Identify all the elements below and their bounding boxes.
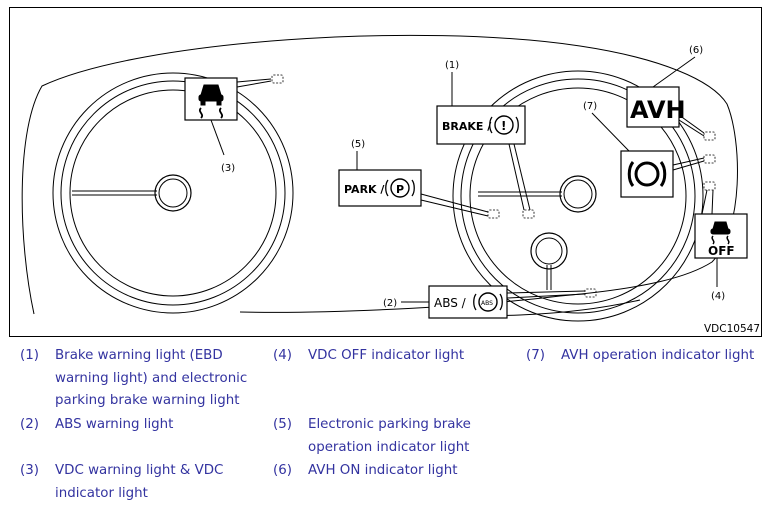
legend-line: Brake warning light (EBD <box>55 348 223 363</box>
park-circle-icon <box>390 178 410 198</box>
park-label: PARK / <box>344 183 385 196</box>
brake-circle-icon <box>494 115 514 135</box>
legend-text: ABS warning light <box>55 414 265 437</box>
vdc-skid-icon <box>198 84 224 119</box>
legend-number: (3) <box>20 463 39 478</box>
abs-circle-icon <box>478 292 498 312</box>
callout-7: (7) <box>583 101 597 112</box>
p-symbol: P <box>396 183 404 196</box>
legend-line: parking brake warning light <box>55 393 240 408</box>
abs-label: ABS / <box>434 296 467 310</box>
legend-number: (7) <box>526 348 545 363</box>
park-indicator-callout: (5) PARK / P <box>338 139 489 217</box>
callout-1: (1) <box>445 60 459 71</box>
avh-operation-callout: (7) <box>583 101 705 198</box>
vdc-warning-callout: (3) <box>184 77 272 174</box>
legend-text: AVH ON indicator light <box>308 460 518 483</box>
off-label: OFF <box>708 244 735 258</box>
avh-label: AVH <box>630 96 686 124</box>
instrument-cluster-diagram: (3) (1) BRAKE / ! (5) PARK / P <box>9 7 762 337</box>
legend-number: (5) <box>273 417 292 432</box>
legend-line: AVH ON indicator light <box>308 463 458 478</box>
figure-code: VDC10547 <box>704 323 760 335</box>
vdc-off-icon <box>710 221 731 245</box>
legend-text: VDC warning light & VDC indicator light <box>55 460 265 505</box>
avh-brake-circle-icon <box>627 161 667 187</box>
avh-on-callout: (6) AVH <box>626 45 705 137</box>
legend-line: VDC OFF indicator light <box>308 348 465 363</box>
legend-line: warning light) and electronic <box>55 370 248 386</box>
legend-line: ABS warning light <box>55 417 174 432</box>
abs-symbol: ABS <box>481 300 493 307</box>
brake-warning-callout: (1) BRAKE / ! <box>436 60 531 211</box>
callout-3: (3) <box>221 163 235 174</box>
legend-text: Brake warning light (EBD warning light) … <box>55 345 265 413</box>
legend-number: (2) <box>20 417 39 432</box>
callout-4: (4) <box>711 291 725 302</box>
legend-line: indicator light <box>55 485 148 501</box>
callout-5: (5) <box>351 139 365 150</box>
legend-line: AVH operation indicator light <box>561 348 755 363</box>
legend-line: VDC warning light & VDC <box>55 463 224 478</box>
legend-line: Electronic parking brake <box>308 417 471 432</box>
legend-text: Electronic parking brake operation indic… <box>308 414 518 459</box>
brake-label: BRAKE / <box>442 120 492 133</box>
exclamation-icon: ! <box>501 119 506 133</box>
legend-number: (1) <box>20 348 39 363</box>
legend-line: operation indicator light <box>308 439 470 455</box>
legend-text: VDC OFF indicator light <box>308 345 518 368</box>
legend: (1) Brake warning light (EBD warning lig… <box>0 340 771 510</box>
legend-text: AVH operation indicator light <box>561 345 766 368</box>
abs-warning-callout: (2) ABS / ABS <box>383 285 586 319</box>
legend-number: (6) <box>273 463 292 478</box>
legend-number: (4) <box>273 348 292 363</box>
callout-2: (2) <box>383 298 397 309</box>
vdc-off-callout: OFF (4) <box>694 189 748 302</box>
figure-frame <box>9 7 762 337</box>
callout-6: (6) <box>689 45 703 56</box>
left-gauge <box>52 72 294 314</box>
cluster-housing <box>21 34 738 315</box>
